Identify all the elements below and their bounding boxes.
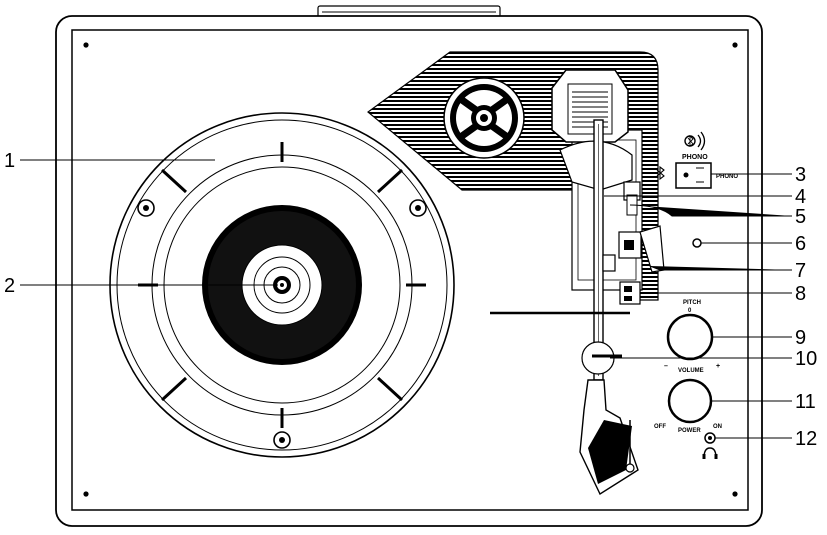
callout-8: 8 [795, 283, 806, 305]
volume-minus-label: – [664, 363, 668, 370]
spindle [273, 276, 291, 294]
headphone-jack[interactable] [704, 432, 716, 444]
top-hinge [317, 5, 501, 19]
leader-lines [20, 159, 792, 439]
callout-3: 3 [795, 164, 806, 186]
corner-screws [83, 42, 738, 497]
callout-2: 2 [4, 275, 15, 297]
callout-10: 10 [795, 348, 817, 370]
callout-6: 6 [795, 233, 806, 255]
headphones-icon [702, 447, 718, 459]
callout-9: 9 [795, 327, 806, 349]
source-switch[interactable] [675, 162, 712, 189]
pitch-label: PITCH [683, 300, 701, 306]
callout-4: 4 [795, 186, 806, 208]
power-knob[interactable] [667, 378, 713, 424]
callout-5: 5 [795, 206, 806, 228]
bluetooth-icon [656, 165, 665, 181]
power-label: POWER [678, 428, 701, 434]
callout-1: 1 [4, 150, 15, 172]
arm-clip [581, 341, 615, 375]
callout-12: 12 [795, 428, 817, 450]
pitch-volume-knob[interactable] [666, 313, 714, 361]
tonearm [551, 69, 639, 496]
pitch-zero-label: 0 [688, 308, 692, 314]
off-label: OFF [654, 424, 666, 430]
phono-side-label: PHONO [716, 174, 738, 180]
adapter-holder [443, 77, 525, 159]
indicator-light [692, 238, 702, 248]
callout-11: 11 [795, 391, 816, 413]
callout-7: 7 [795, 260, 806, 282]
volume-plus-label: + [716, 363, 720, 370]
on-label: ON [713, 424, 722, 430]
phono-top-label: PHONO [682, 154, 708, 161]
callout-numbers: 1 2 3 4 5 6 7 8 9 10 11 12 [4, 150, 817, 450]
bluetooth-speaker-icon [684, 131, 706, 151]
volume-label: VOLUME [678, 368, 704, 374]
